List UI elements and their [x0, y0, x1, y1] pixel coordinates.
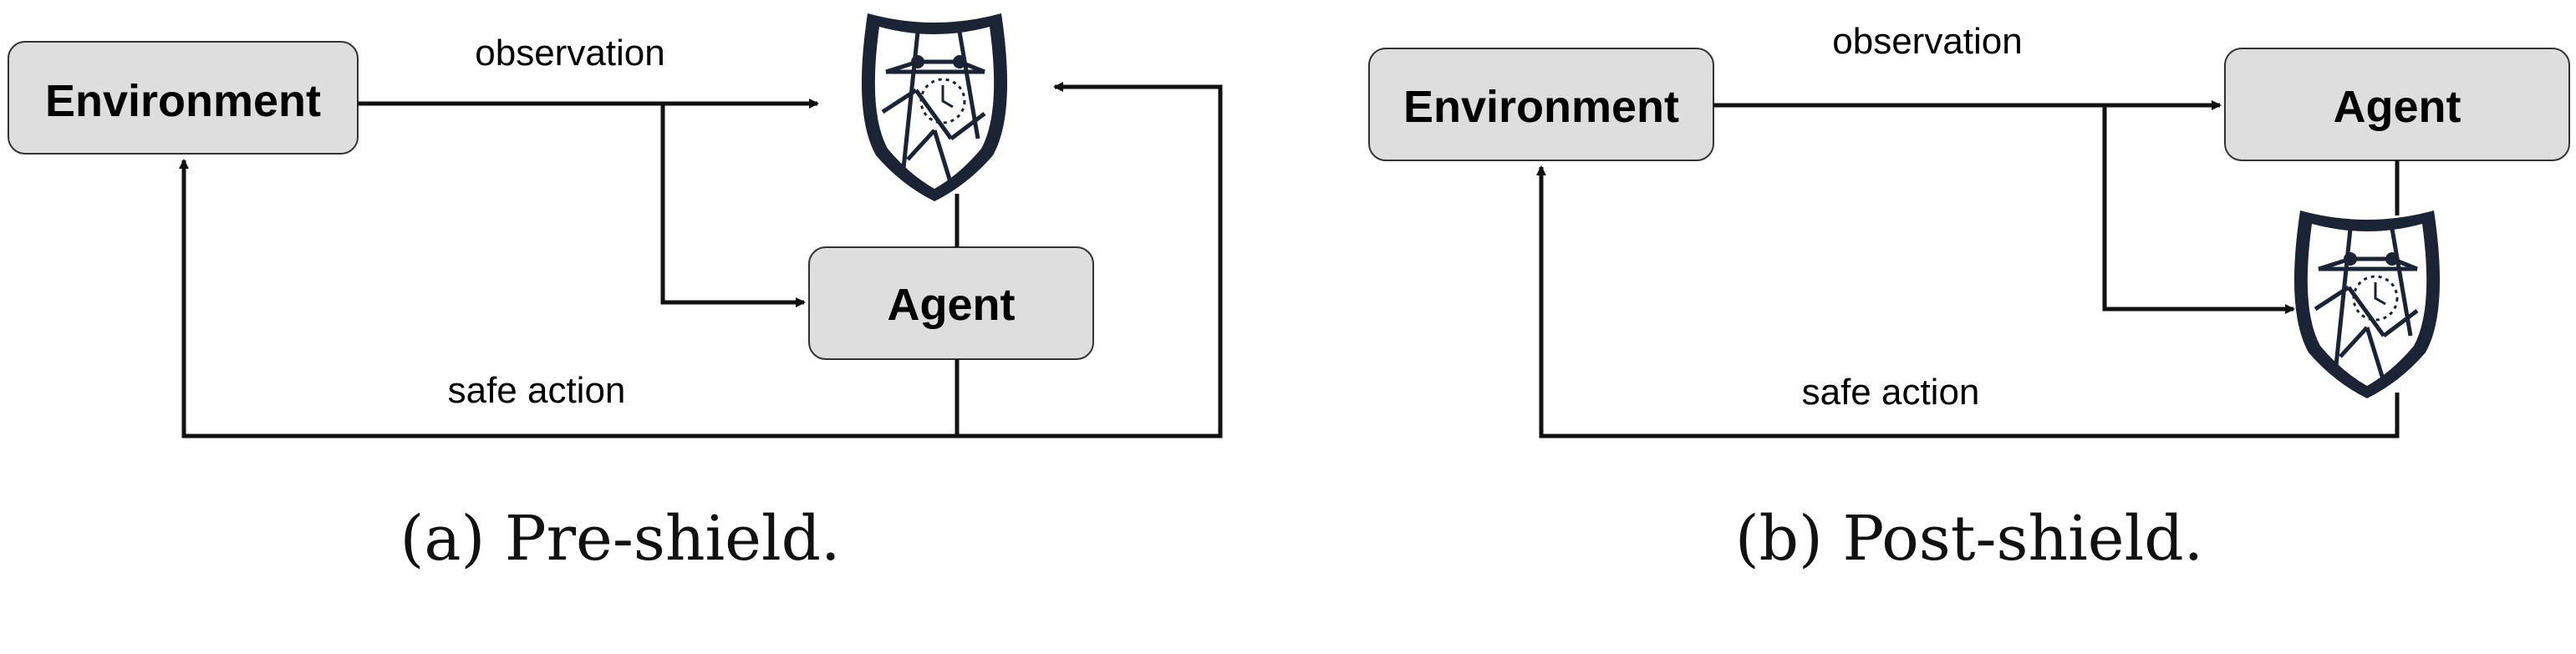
shield-icon-a [862, 13, 1007, 201]
safe-action-arrow-a [179, 159, 1220, 439]
observation-label-b: observation [1832, 21, 2022, 62]
caption-a: (a) Pre-shield. [400, 503, 841, 575]
shield-icon-b [2294, 210, 2440, 398]
agent-box-a: Agent [808, 246, 1094, 360]
environment-box-b: Environment [1368, 48, 1714, 161]
agent-label-b: Agent [2334, 82, 2461, 132]
observation-branch-arrow-b [2102, 105, 2295, 314]
panel-b: Environment Agent observation safe actio… [1368, 21, 2570, 575]
safe-action-label-b: safe action [1802, 372, 1980, 413]
environment-label-b: Environment [1403, 82, 1679, 132]
panel-a: Environment Agent observation safe actio… [8, 13, 1223, 575]
environment-label-a: Environment [45, 76, 321, 126]
caption-b: (b) Post-shield. [1735, 503, 2203, 575]
agent-box-b: Agent [2224, 48, 2570, 161]
safe-action-arrow-b [1536, 165, 2400, 439]
observation-branch-arrow-a [660, 104, 806, 307]
safe-action-label-a: safe action [448, 370, 626, 411]
observation-label-a: observation [475, 33, 664, 74]
environment-box-a: Environment [8, 41, 359, 155]
agent-label-a: Agent [888, 280, 1016, 330]
feedback-arrow-a [957, 82, 1223, 439]
